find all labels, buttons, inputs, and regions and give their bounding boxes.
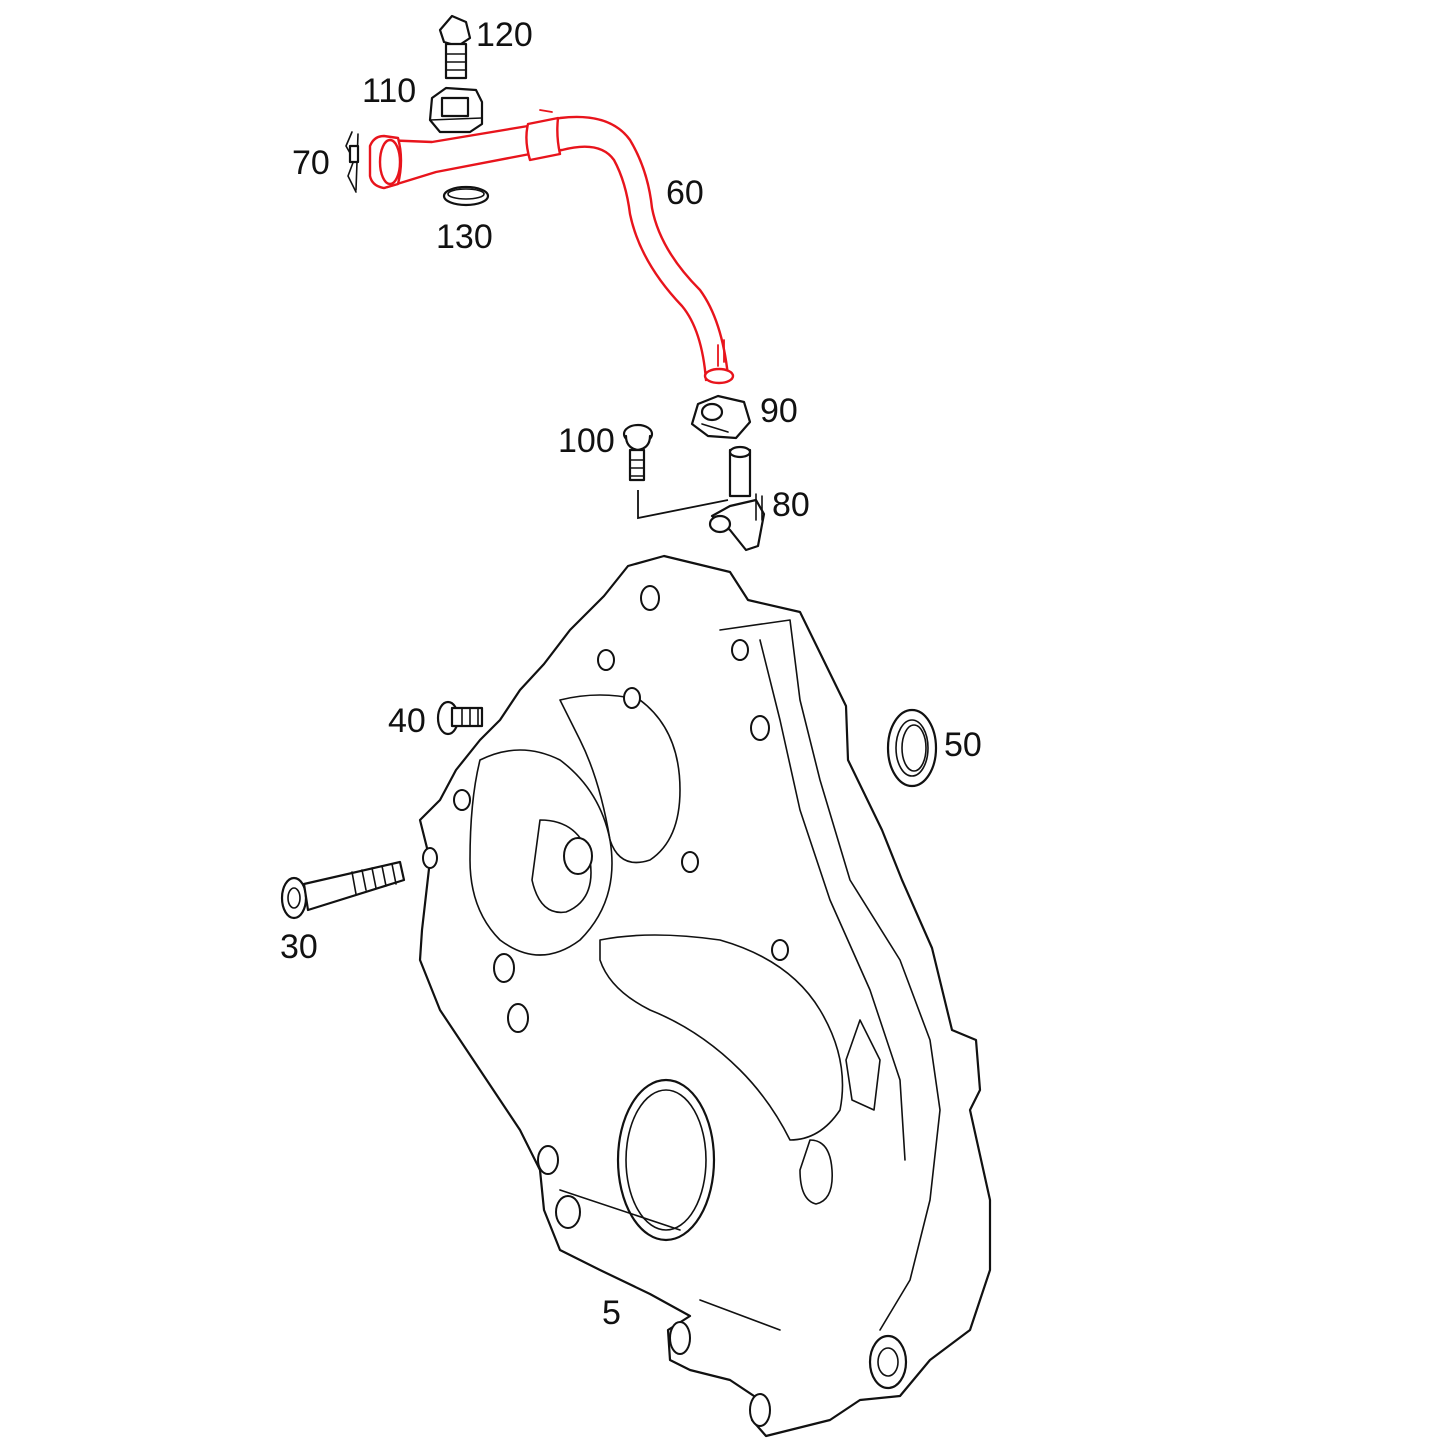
clip-70-icon — [345, 131, 360, 193]
callout-130: 130 — [436, 218, 493, 256]
timing-cover-5-icon — [418, 554, 992, 1438]
callout-30: 30 — [280, 928, 318, 966]
callout-90: 90 — [760, 392, 798, 430]
seal-ring-50-icon — [886, 708, 938, 788]
leader-line — [637, 490, 729, 520]
callout-120: 120 — [476, 16, 533, 54]
screw-100-icon — [622, 423, 654, 482]
clamp-110-icon — [428, 86, 484, 134]
callout-5: 5 — [602, 1294, 621, 1332]
long-bolt-30-icon — [280, 860, 406, 920]
elbow-connector-90-icon — [690, 394, 752, 440]
callout-40: 40 — [388, 702, 426, 740]
bolt-40-icon — [436, 700, 484, 736]
callout-60: 60 — [666, 174, 704, 212]
callout-50: 50 — [944, 726, 982, 764]
sensor-80-icon — [708, 445, 766, 552]
callout-110: 110 — [362, 72, 417, 110]
callout-80: 80 — [772, 486, 810, 524]
bolt-120-icon — [438, 14, 472, 80]
ring-130-icon — [442, 185, 490, 207]
callout-100: 100 — [558, 422, 615, 460]
breather-hose-60-icon — [368, 109, 735, 385]
callout-70: 70 — [292, 144, 330, 182]
